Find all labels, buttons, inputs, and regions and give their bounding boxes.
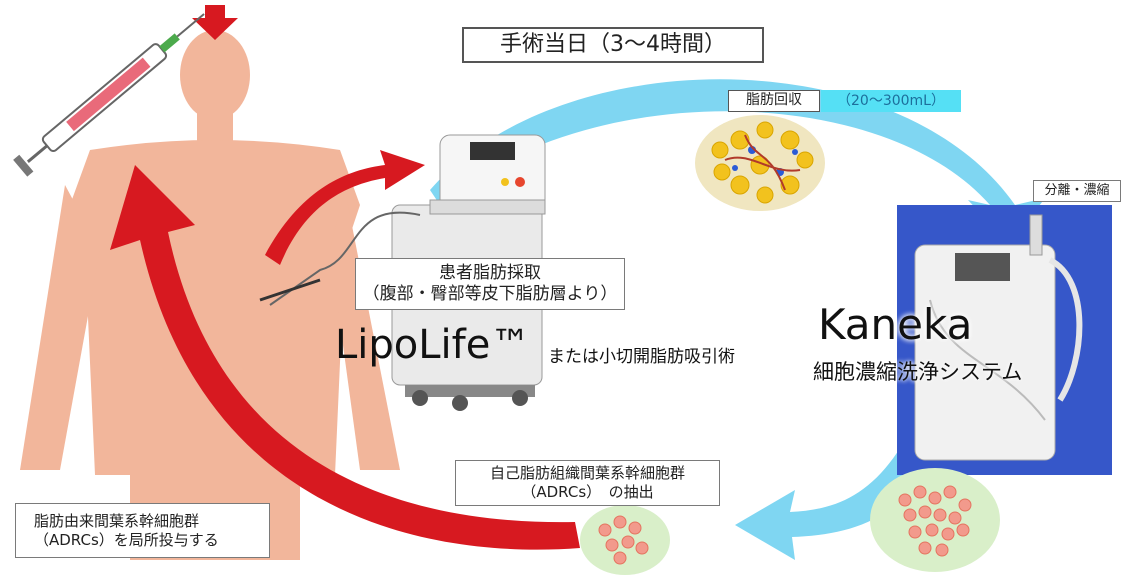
kaneka-machine-icon: [914, 214, 1083, 461]
syringe-icon: [13, 13, 205, 177]
device-name: LipoLife™: [335, 322, 531, 368]
system-subtitle: 細胞濃縮洗浄システム: [813, 360, 1023, 384]
harvest-box: 患者脂肪採取 （腹部・臀部等皮下脂肪層より）: [355, 258, 625, 310]
return-arrow-injection: [110, 165, 580, 550]
recovery-label: 脂肪回収: [746, 92, 802, 109]
harvest-line1: 患者脂肪採取: [439, 262, 541, 283]
down-arrow-icon: [192, 5, 238, 40]
injection-line1: 脂肪由来間葉系幹細胞群: [34, 511, 200, 530]
injection-line2: （ADRCs）を局所投与する: [34, 530, 219, 549]
injection-box: 脂肪由来間葉系幹細胞群 （ADRCs）を局所投与する: [15, 503, 270, 558]
recovery-volume: （20〜300mL）: [821, 90, 961, 112]
lipolife-machine-icon: [259, 134, 546, 411]
harvest-line2: （腹部・臀部等皮下脂肪層より）: [362, 284, 618, 304]
flow-arc-harvest-to-system: [430, 79, 1045, 245]
harvest-arrow: [265, 150, 425, 265]
title: 手術当日（3〜4時間）: [500, 32, 726, 58]
fat-cells-icon: [695, 115, 825, 211]
extraction-line1: 自己脂肪組織間葉系幹細胞群: [489, 464, 685, 483]
system-name: Kaneka: [818, 300, 973, 349]
recovery-box: 脂肪回収: [728, 90, 820, 112]
extraction-box: 自己脂肪組織間葉系幹細胞群 （ADRCs） の抽出: [455, 460, 720, 506]
device-alt: または小切開脂肪吸引術: [548, 347, 735, 367]
separation-box: 分離・濃縮: [1033, 180, 1121, 202]
stem-cells-icon: [580, 468, 1000, 575]
title-box: 手術当日（3〜4時間）: [462, 27, 764, 63]
separation-label: 分離・濃縮: [1044, 182, 1110, 198]
flow-arrow-system-to-extraction: [735, 440, 935, 560]
extraction-line2: （ADRCs） の抽出: [521, 483, 654, 501]
